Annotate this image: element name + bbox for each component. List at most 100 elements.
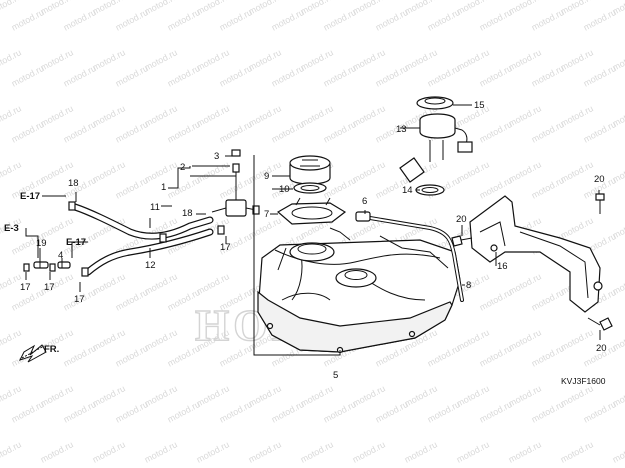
fuel-hoses-drawing — [23, 201, 225, 277]
watermark-text: motod.ru — [114, 7, 150, 33]
watermark-text: motod.ru — [270, 399, 306, 425]
watermark-text: motod.ru — [374, 7, 410, 33]
callout-17-center: 17 — [44, 282, 55, 293]
watermark-text: motod.ru — [270, 7, 306, 33]
watermark-text: motod.ru — [322, 7, 358, 33]
watermark-text: motod.ru — [426, 399, 462, 425]
callout-14: 14 — [402, 185, 413, 196]
watermark-text: motod.ru — [478, 119, 514, 145]
watermark-text: motod.ru — [0, 47, 23, 73]
watermark-text: motod.ru — [559, 439, 595, 465]
callout-20-top: 20 — [594, 174, 605, 185]
callout-7: 7 — [264, 209, 269, 220]
watermark-text: motod.ru — [426, 63, 462, 89]
breather-pipe-drawing — [355, 211, 464, 302]
watermark-text: motod.ru — [114, 63, 150, 89]
watermark-text: motod.ru — [530, 287, 566, 313]
bracket-drawing — [451, 193, 613, 331]
watermark-text: motod.ru — [530, 175, 566, 201]
watermark-text: motod.ru — [351, 439, 387, 465]
watermark-text: motod.ru — [114, 343, 150, 369]
watermark-text: motod.ru — [426, 7, 462, 33]
watermark-text: motod.ru — [507, 439, 543, 465]
callout-17-right: 17 — [74, 294, 85, 305]
callout-9: 9 — [264, 171, 269, 182]
watermark-text: motod.ru — [143, 439, 179, 465]
callout-8: 8 — [466, 280, 471, 291]
watermark-text: motod.ru — [530, 7, 566, 33]
leader-lines — [25, 104, 601, 356]
watermark-text: motod.ru — [10, 399, 46, 425]
callout-17-valve: 17 — [220, 242, 231, 253]
watermark-text: motod.ru — [582, 399, 618, 425]
watermark-text: motod.ru — [478, 343, 514, 369]
callout-16: 16 — [497, 261, 508, 272]
watermark-text: motod.ru — [0, 439, 23, 465]
callout-18-right: 18 — [182, 208, 193, 219]
watermark-text: motod.ru — [62, 343, 98, 369]
watermark-text: motod.ru — [247, 439, 283, 465]
watermark-text: motod.ru — [114, 287, 150, 313]
front-marker-label: FR. — [44, 344, 59, 355]
watermark-text: motod.ru — [374, 343, 410, 369]
callout-18-left: 18 — [68, 178, 79, 189]
watermark-text: motod.ru — [530, 343, 566, 369]
diagram-code: KVJ3F1600 — [561, 376, 606, 386]
ref-e17-mid: E-17 — [66, 237, 86, 248]
watermark-text: motod.ru — [195, 439, 231, 465]
watermark-text: motod.ru — [530, 399, 566, 425]
watermark-text: motod.ru — [403, 439, 439, 465]
watermark-text: motod.ru — [114, 119, 150, 145]
watermark-text: motod.ru — [322, 63, 358, 89]
callout-19: 19 — [36, 238, 47, 249]
watermark-text: motod.ru — [91, 439, 127, 465]
watermark-text: motod.ru — [10, 119, 46, 145]
watermark-text: motod.ru — [218, 119, 254, 145]
callout-6: 6 — [362, 196, 367, 207]
watermark-text: motod.ru — [611, 439, 625, 465]
callout-10: 10 — [279, 184, 290, 195]
watermark-text: motod.ru — [218, 7, 254, 33]
watermark-text: motod.ru — [374, 399, 410, 425]
watermark-text: motod.ru — [0, 103, 23, 129]
fuel-cap-drawing — [276, 155, 347, 225]
ref-e3: E-3 — [4, 223, 19, 234]
watermark-text: motod.ru — [299, 439, 335, 465]
callout-11: 11 — [150, 202, 160, 213]
watermark-text: motod.ru — [530, 63, 566, 89]
watermark-text: motod.ru — [478, 287, 514, 313]
callout-13: 13 — [396, 124, 407, 135]
watermark-text: motod.ru — [0, 383, 23, 409]
watermark-text: motod.ru — [478, 63, 514, 89]
callout-3: 3 — [214, 151, 219, 162]
callout-12: 12 — [145, 260, 156, 271]
ref-e17-top: E-17 — [20, 191, 40, 202]
watermark-text: motod.ru — [426, 343, 462, 369]
watermark-text: motod.ru — [166, 63, 202, 89]
watermark-text: motod.ru — [62, 63, 98, 89]
watermark-text: motod.ru — [218, 63, 254, 89]
callout-2: 2 — [180, 162, 185, 173]
watermark-text: motod.ru — [0, 0, 23, 17]
watermark-text: motod.ru — [582, 7, 618, 33]
watermark-text: motod.ru — [322, 399, 358, 425]
watermark-text: motod.ru — [166, 119, 202, 145]
watermark-text: motod.ru — [322, 119, 358, 145]
watermark-text: motod.ru — [374, 63, 410, 89]
watermark-text: motod.ru — [270, 119, 306, 145]
watermark-text: motod.ru — [10, 63, 46, 89]
watermark-text: motod.ru — [62, 119, 98, 145]
front-direction-arrow: FR. — [19, 344, 59, 363]
watermark-text: motod.ru — [270, 63, 306, 89]
watermark-text: motod.ru — [218, 399, 254, 425]
watermark-text: motod.ru — [582, 63, 618, 89]
callout-17-left: 17 — [20, 282, 31, 293]
callout-5: 5 — [333, 370, 338, 381]
watermark-text: motod.ru — [582, 119, 618, 145]
callout-20-mid: 20 — [456, 214, 467, 225]
watermark-text: motod.ru — [62, 399, 98, 425]
watermark-text: motod.ru — [478, 7, 514, 33]
callout-15: 15 — [474, 100, 485, 111]
